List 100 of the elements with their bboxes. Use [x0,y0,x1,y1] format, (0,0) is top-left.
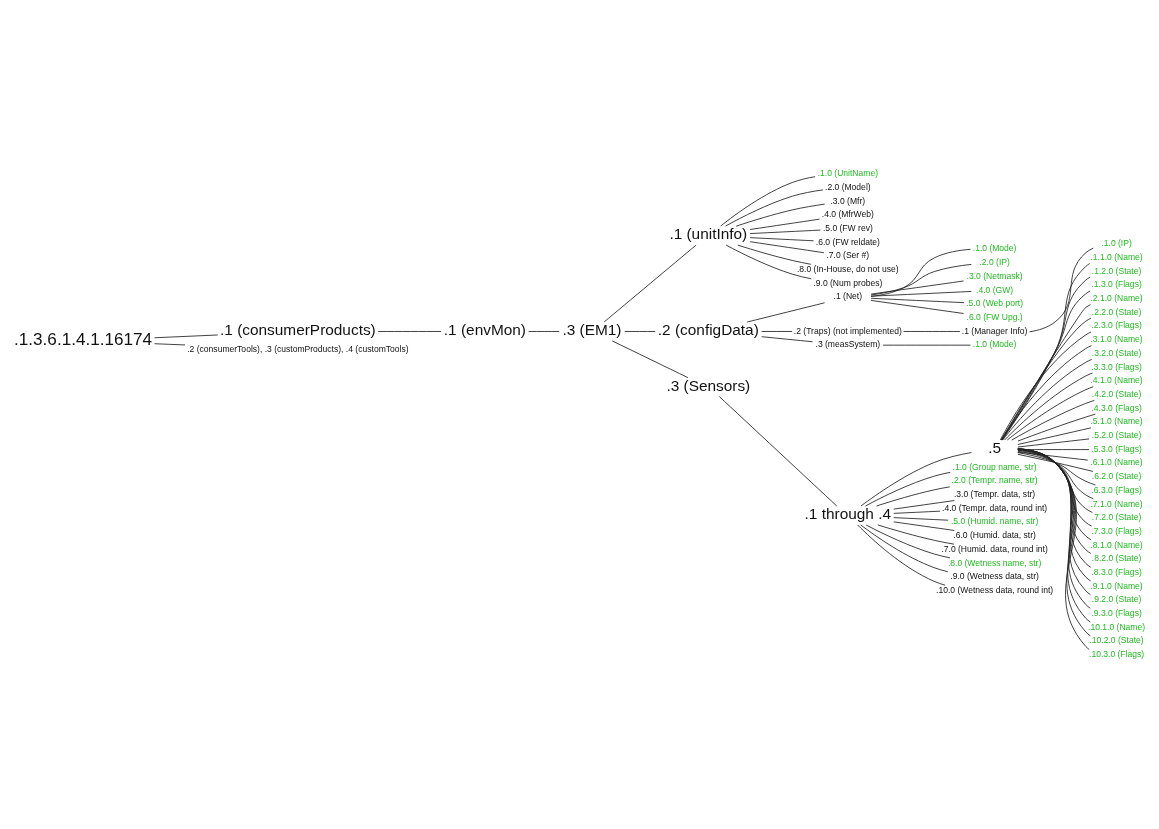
connector [735,203,826,227]
connector [761,336,813,343]
connector [1017,450,1094,500]
node-text: .2 (consumerTools), .3 (customProducts), .4 (customTools) [187,343,409,354]
connector [611,340,689,379]
node-text: .2.2.0 (State) [1091,306,1142,317]
node-text: .2 (Traps) (not implemented) [793,325,902,336]
node-text: .1.3.0 (Flags) [1091,279,1142,290]
connector [1029,247,1094,333]
node-text: .4.0 (Tempr. data, round int) [942,502,1048,513]
connector [720,176,816,227]
connector [1017,452,1096,486]
node-text: .3 (EM1) [562,321,622,339]
node-text: .4.0 (MfrWeb) [821,209,874,220]
node-text: .6.2.0 (State) [1091,471,1142,482]
node-text: .1.0 (Mode) [972,339,1017,350]
node-text: .1.0 (Group name, str) [952,461,1037,472]
connector [1017,449,1093,527]
node-text: .9.0 (Wetness data, str) [950,571,1039,582]
node-text: .7.2.0 (State) [1091,512,1142,523]
node-text: .4.1.0 (Name) [1090,375,1143,386]
connector [865,524,951,559]
node-text: .1 (unitInfo) [669,225,748,243]
node-text: .3 (measSystem) [815,339,881,350]
node-text: .1.1.0 (Name) [1090,252,1143,263]
node-text: .1 (envMon) [443,321,526,339]
connector [603,244,697,323]
connector [154,343,186,346]
node-text: .10.0 (Wetness data, round int) [936,584,1054,595]
connector [528,331,560,332]
connector [725,189,824,227]
node-text: .1.3.6.1.4.1.16174 [14,330,153,350]
node-text: .1.0 (Mode) [972,243,1017,254]
connector [1004,372,1093,441]
node-text: .4.3.0 (Flags) [1091,402,1142,413]
node-text: .8.3.0 (Flags) [1091,566,1142,577]
connector [870,248,971,297]
node-text: .2.0 (Model) [825,181,871,192]
connector [893,500,955,510]
connector [1002,359,1093,441]
connector [893,517,949,521]
connector [749,237,814,242]
connector [154,334,219,339]
node-text: .9.1.0 (Name) [1090,580,1143,591]
connector [1017,438,1090,448]
node-text: .3.0 (Mfr) [830,195,866,206]
connector [860,452,972,507]
node-text: .5.2.0 (State) [1091,430,1142,441]
connector [377,331,442,332]
connector [857,524,946,586]
node-text: .6.3.0 (Flags) [1091,484,1142,495]
connector [749,241,825,254]
connector [749,229,821,234]
node-text: .6.0 (FW Upg.) [966,311,1023,322]
node-text: .6.0 (Humid. data, str) [953,530,1036,541]
node-text: .3.1.0 (Name) [1090,334,1143,345]
connector [737,244,812,265]
node-text: .3.2.0 (State) [1091,347,1142,358]
node-text: .10.3.0 (Flags) [1089,649,1145,660]
node-text: .2.1.0 (Name) [1090,293,1143,304]
node-text: .10.1.0 (Name) [1088,621,1146,632]
node-text: .3 (Sensors) [666,376,751,394]
node-text: .5.0 (Humid. name, str) [950,516,1039,527]
node-text: .5.0 (Web port) [966,298,1024,309]
node-text: .1.0 (UnitName) [817,168,878,179]
connector [870,297,965,304]
connector [718,396,838,507]
connector [865,471,951,507]
node-text: .8.2.0 (State) [1091,553,1142,564]
node-text: .9.0 (Num probes) [813,277,883,288]
node-text: .8.1.0 (Name) [1090,539,1143,550]
node-text: .1 (consumerProducts) [220,321,376,339]
connector [1017,427,1092,445]
connector [1017,413,1096,442]
connector [870,300,964,314]
node-text: .1 (Manager Info) [961,325,1028,336]
connector [860,524,949,573]
connector [1006,386,1094,441]
connector [1011,399,1095,441]
connector [725,244,812,280]
connector [876,486,951,507]
node-text: .1 (Net) [833,291,863,302]
connector [749,218,820,230]
connector [903,331,961,332]
node-text: .4.0 (GW) [976,284,1014,295]
node-text: .1.2.0 (State) [1091,265,1142,276]
connector [1017,453,1094,472]
node-text: .8.0 (Wetness name, str) [947,557,1042,568]
node-text: .1.0 (IP) [1101,238,1132,249]
node-text: .5.1.0 (Name) [1090,416,1143,427]
node-text: .8.0 (In-House, do not use) [796,263,899,274]
node-text: .3.3.0 (Flags) [1091,361,1142,372]
node-text: .1 through .4 [804,505,892,523]
connector [870,291,972,297]
node-text: .2 (configData) [657,321,759,339]
node-text: .7.0 (Humid. data, round int) [941,543,1048,554]
node-text: .5 [988,439,1002,457]
node-text: .9.3.0 (Flags) [1091,608,1142,619]
connector [870,264,972,296]
connector [624,331,656,332]
